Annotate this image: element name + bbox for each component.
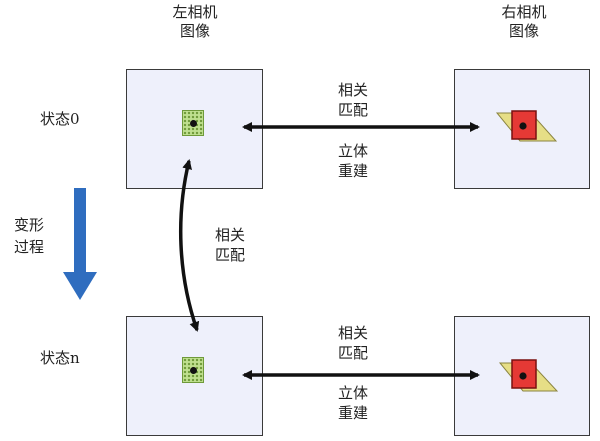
- temporal-matching-label: 相关匹配: [215, 226, 246, 264]
- left-speckle-target: [182, 110, 204, 136]
- right-target-state-n: [498, 359, 559, 392]
- state-0-label: 状态0: [40, 110, 80, 128]
- stereo-reconstruction-label: 立体重建: [338, 384, 369, 422]
- deformation-process-label: 变形过程: [14, 216, 45, 256]
- right-target-state-0: [495, 110, 558, 142]
- right-camera-header: 右相机图像: [501, 3, 547, 40]
- state-n-label: 状态n: [40, 349, 80, 367]
- stereo-reconstruction-label: 立体重建: [338, 142, 369, 180]
- temporal-arrow: [178, 159, 200, 332]
- correlation-matching-label: 相关匹配: [338, 324, 369, 362]
- correlation-matching-label: 相关匹配: [338, 81, 369, 119]
- deformation-process-arrow: [63, 188, 97, 300]
- left-camera-header: 左相机图像: [172, 3, 218, 40]
- left-speckle-target: [182, 357, 204, 383]
